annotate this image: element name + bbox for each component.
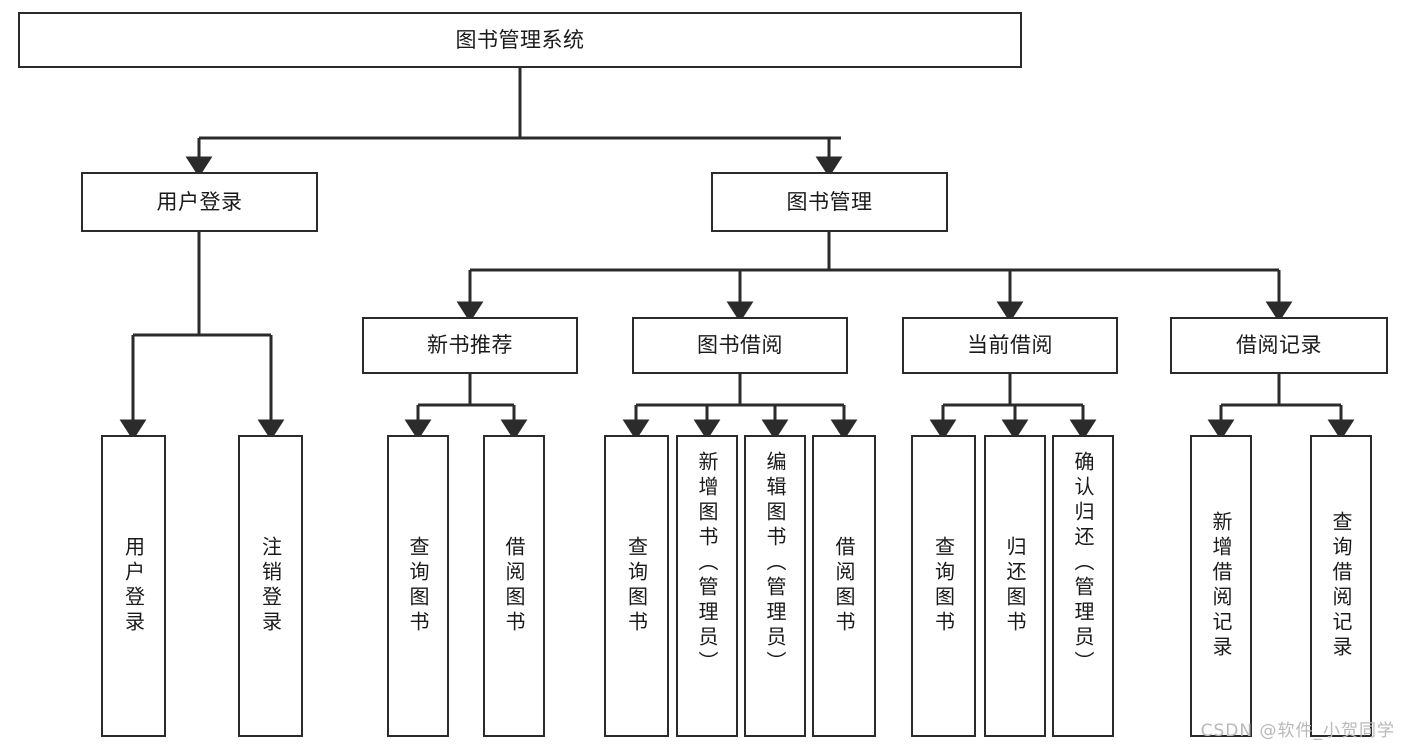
leaf-node-label: 查询图书 [406, 536, 430, 636]
leaf-node-label: 查询图书 [931, 536, 956, 636]
leaf-node-label: 新增图书（管理员） [695, 451, 719, 676]
node-new-book-recommendation-label: 新书推荐 [427, 333, 513, 358]
node-user-login[interactable]: 用户登录 [81, 172, 318, 232]
node-borrowing-records[interactable]: 借阅记录 [1170, 317, 1388, 374]
leaf-node-label: 查询借阅记录 [1329, 511, 1353, 661]
node-root-system[interactable]: 图书管理系统 [18, 12, 1022, 68]
node-book-borrowing-label: 图书借阅 [697, 333, 783, 358]
leaf-node-query-books-borrow[interactable]: 查询图书 [604, 435, 669, 737]
leaf-node-borrow-books[interactable]: 借阅图书 [812, 435, 876, 737]
node-current-borrowing-label: 当前借阅 [967, 333, 1053, 358]
leaf-node-user-login[interactable]: 用户登录 [101, 435, 166, 737]
leaf-node-add-borrow-record[interactable]: 新增借阅记录 [1190, 435, 1252, 737]
leaf-node-label: 查询图书 [624, 536, 649, 636]
leaf-node-label: 确认归还（管理员） [1071, 451, 1095, 676]
leaf-node-label: 注销登录 [258, 536, 283, 636]
leaf-node-label: 归还图书 [1003, 536, 1027, 636]
leaf-node-edit-book-admin[interactable]: 编辑图书（管理员） [744, 435, 806, 737]
leaf-node-borrow-books-recommend[interactable]: 借阅图书 [483, 435, 545, 737]
leaf-node-query-books-current[interactable]: 查询图书 [911, 435, 976, 737]
node-current-borrowing[interactable]: 当前借阅 [902, 317, 1118, 374]
connector-newbook-to-leaves [404, 374, 528, 441]
node-book-borrowing[interactable]: 图书借阅 [632, 317, 848, 374]
node-book-management-label: 图书管理 [786, 189, 873, 214]
leaf-node-add-book-admin[interactable]: 新增图书（管理员） [676, 435, 738, 737]
leaf-node-label: 借阅图书 [502, 536, 526, 636]
node-user-login-label: 用户登录 [156, 189, 243, 214]
node-new-book-recommendation[interactable]: 新书推荐 [362, 317, 578, 374]
leaf-node-label: 用户登录 [121, 536, 146, 636]
leaf-node-label: 编辑图书（管理员） [763, 451, 787, 676]
connector-borrow-to-leaves [622, 374, 858, 441]
connector-current-to-leaves [929, 374, 1097, 441]
leaf-node-confirm-return-admin[interactable]: 确认归还（管理员） [1052, 435, 1114, 737]
leaf-node-label: 借阅图书 [832, 536, 856, 636]
node-borrowing-records-label: 借阅记录 [1236, 333, 1322, 358]
leaf-node-query-books-recommend[interactable]: 查询图书 [387, 435, 449, 737]
leaf-node-logout[interactable]: 注销登录 [238, 435, 303, 737]
node-root-label: 图书管理系统 [455, 27, 585, 52]
leaf-node-return-books[interactable]: 归还图书 [984, 435, 1046, 737]
connector-records-to-leaves [1207, 374, 1355, 441]
connector-bookmgmt-to-level3 [456, 232, 1293, 323]
node-book-management[interactable]: 图书管理 [711, 172, 948, 232]
connector-userlogin-to-leaves [119, 232, 285, 441]
leaf-node-query-borrow-record[interactable]: 查询借阅记录 [1310, 435, 1372, 737]
leaf-node-label: 新增借阅记录 [1209, 511, 1233, 661]
connector-root-to-level2 [185, 68, 843, 178]
